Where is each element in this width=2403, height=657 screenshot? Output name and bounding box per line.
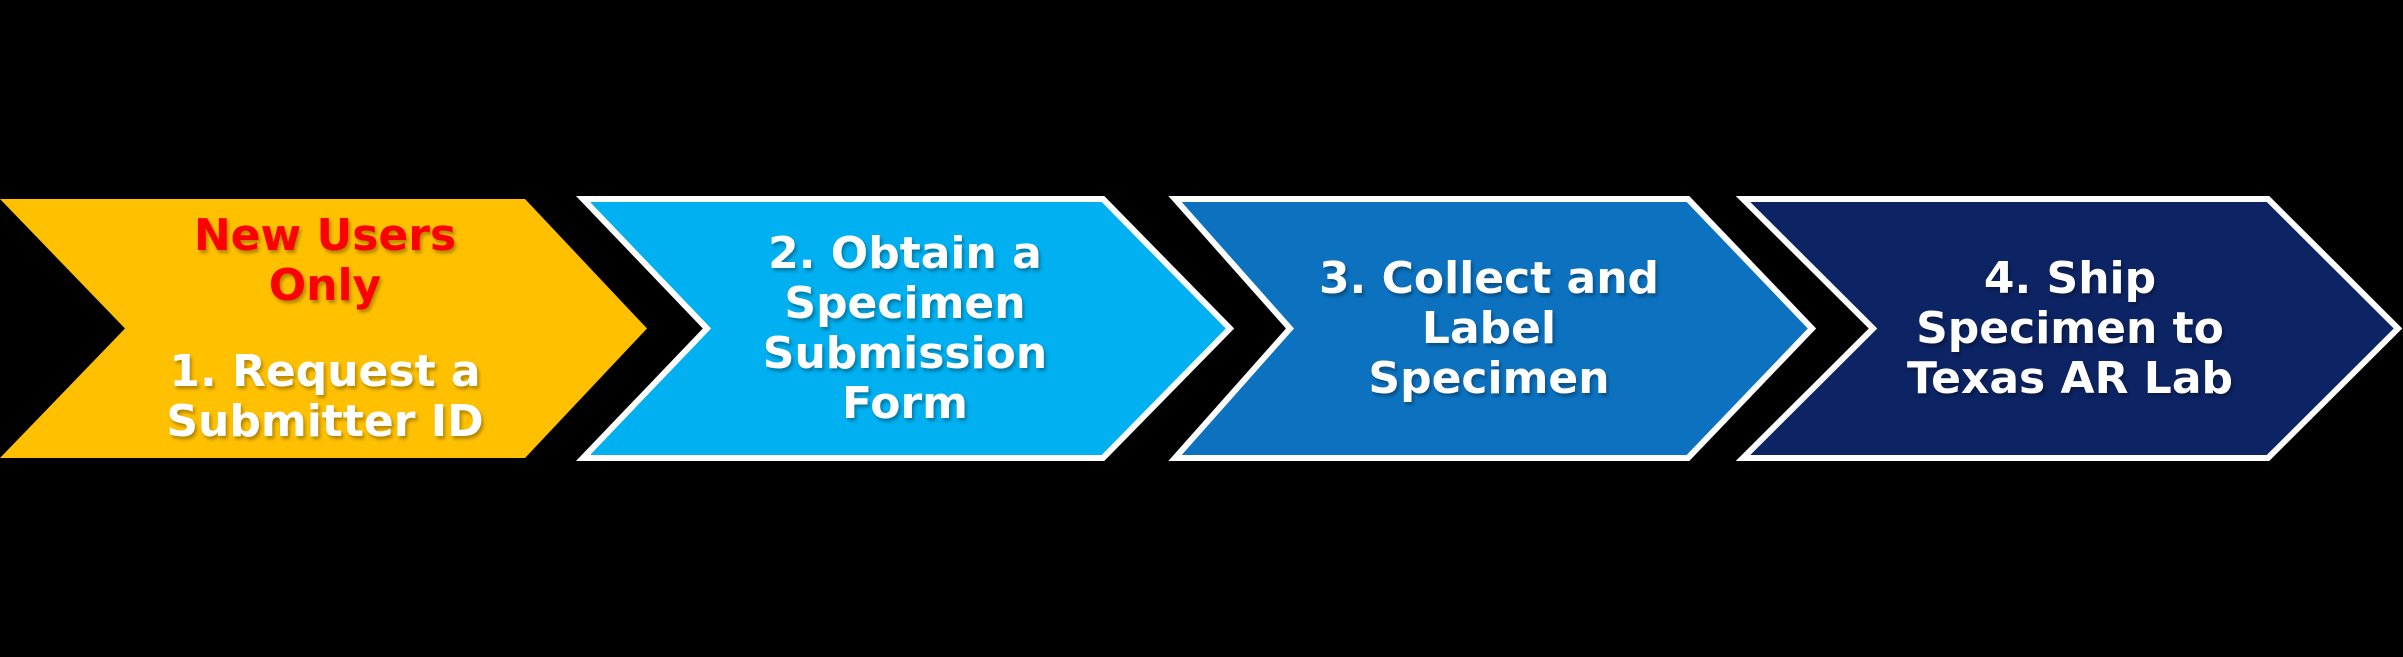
step-2-label-line-1: 2. Obtain a xyxy=(768,227,1042,279)
chevron-step-2 xyxy=(575,196,1235,461)
step-2-label-line-3: Submission xyxy=(762,327,1048,379)
chevron-step-1 xyxy=(0,199,647,458)
step-1-label-line-2: Submitter ID xyxy=(166,395,484,447)
step-2-label-line-4: Form xyxy=(841,377,969,429)
step-1-label-line-1: 1. Request a xyxy=(169,345,481,397)
step-1-note-line-1: New Users xyxy=(193,209,457,261)
chevron-step-3 xyxy=(1168,196,1817,461)
step-2-label-line-2: Specimen xyxy=(784,277,1026,329)
step-4-label-line-2: Specimen to xyxy=(1916,302,2224,354)
step-3-label-line-3: Specimen xyxy=(1368,352,1610,404)
step-4-label-line-1: 4. Ship xyxy=(1983,252,2157,304)
step-1-note-line-2: Only xyxy=(268,259,382,311)
step-4-label-line-3: Texas AR Lab xyxy=(1906,352,2234,404)
step-3-label-line-1: 3. Collect and xyxy=(1318,252,1660,304)
chevron-step-4 xyxy=(1735,196,2403,461)
step-3-label-line-2: Label xyxy=(1421,302,1557,354)
